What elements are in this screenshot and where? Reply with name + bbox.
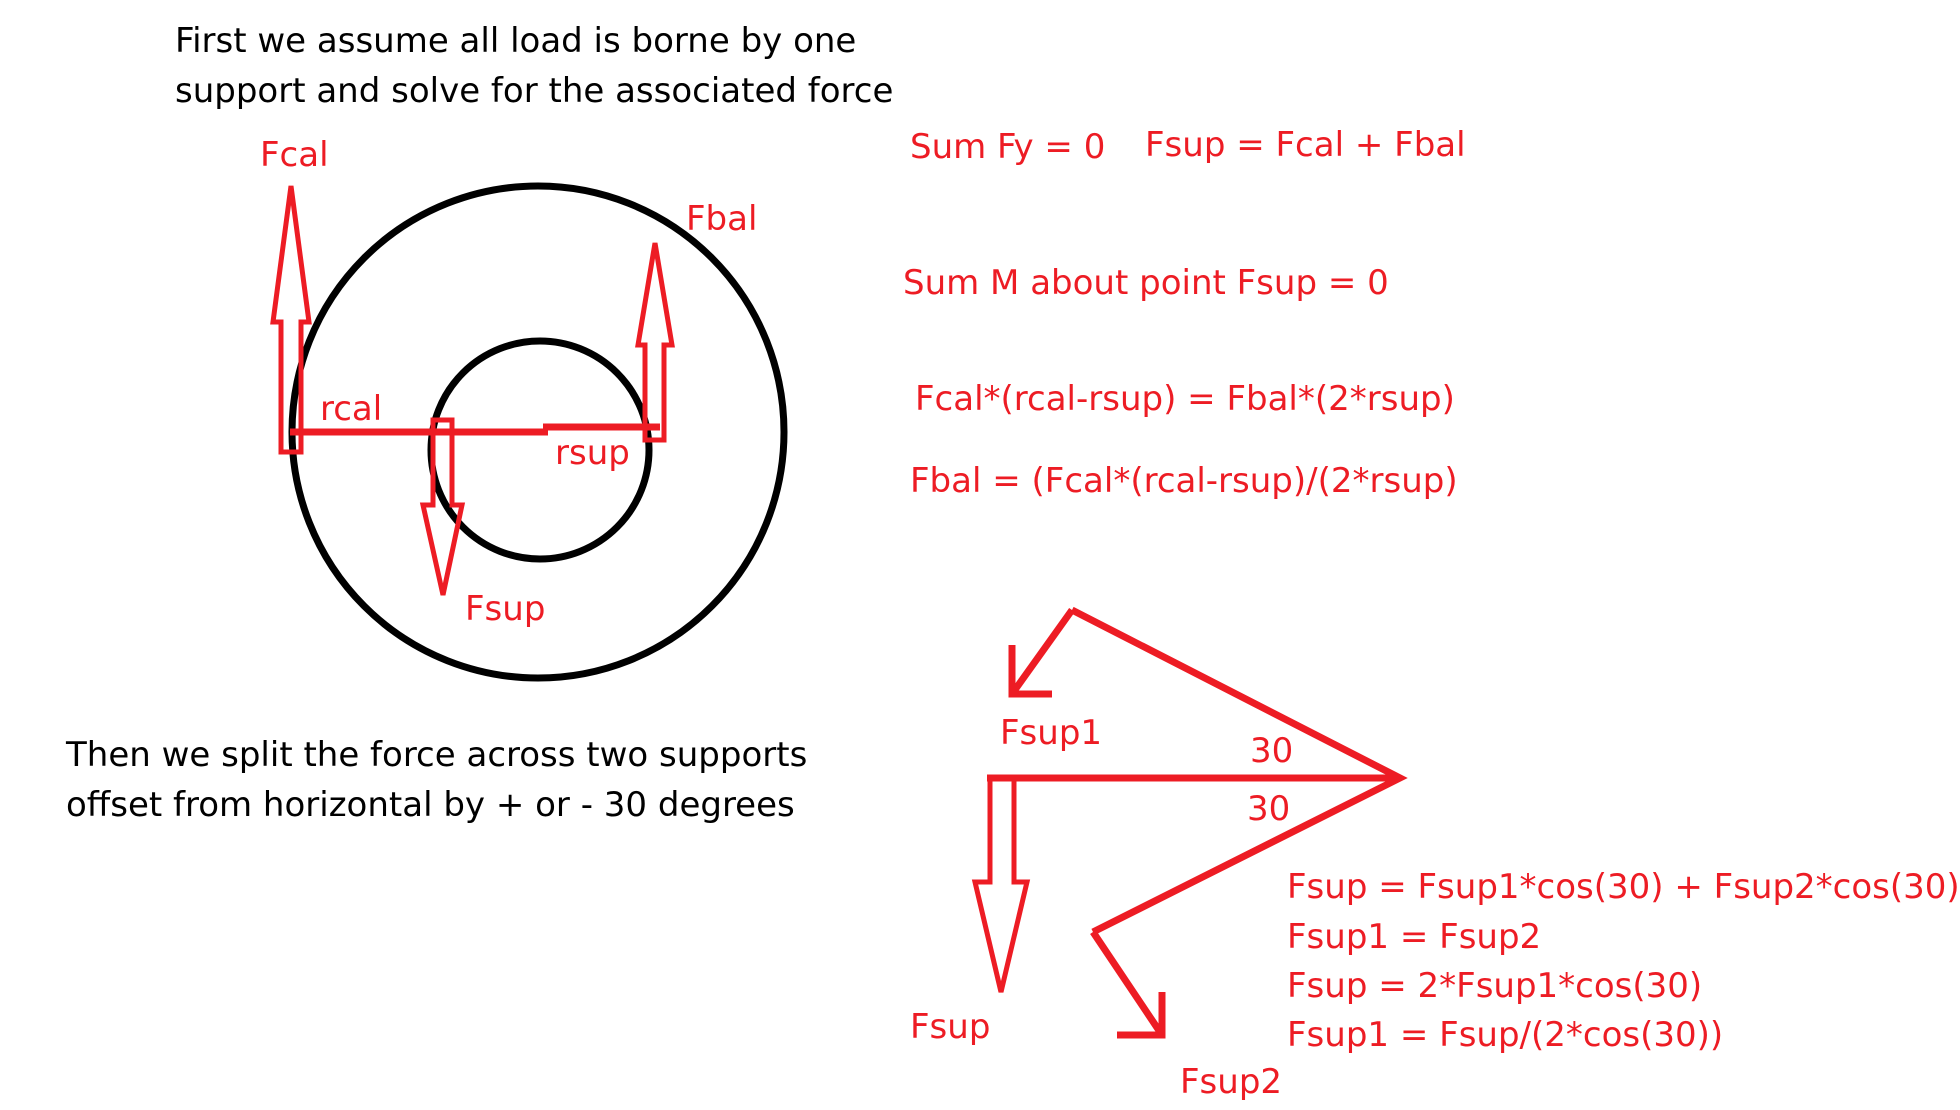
split-note: Then we split the force across two suppo… — [66, 730, 807, 830]
fsup1-arrow-shaft — [1009, 607, 1075, 697]
fsup1-label: Fsup1 — [1000, 713, 1103, 753]
moment-balance-equation: Fcal*(rcal-rsup) = Fbal*(2*rsup) — [915, 379, 1455, 419]
free-body-diagram-canvas — [270, 182, 1408, 1039]
split-equation-2: Fsup1 = Fsup2 — [1287, 917, 1542, 957]
split-note-line-1: Then we split the force across two suppo… — [66, 735, 808, 775]
fsup-label-bottom: Fsup — [910, 1007, 991, 1047]
sum-fy-equation: Sum Fy = 0 — [910, 127, 1106, 167]
intro-note: First we assume all load is borne by one… — [175, 16, 893, 116]
split-note-line-2: offset from horizontal by + or - 30 degr… — [66, 785, 795, 825]
fsup-arrow-bottom — [971, 775, 1031, 993]
fsup-label-top: Fsup — [465, 589, 546, 629]
fsup2-arrowhead — [1117, 992, 1166, 1039]
fsup1-arrowhead — [1008, 645, 1052, 698]
split-equation-4: Fsup1 = Fsup/(2*cos(30)) — [1287, 1015, 1724, 1055]
fsup2-arrow-shaft — [1090, 930, 1165, 1037]
fsup-sum-equation: Fsup = Fcal + Fbal — [1145, 125, 1466, 165]
angle-upper-label: 30 — [1250, 731, 1294, 771]
rcal-label: rcal — [320, 389, 383, 429]
intro-note-line-1: First we assume all load is borne by one — [175, 21, 857, 61]
sum-moment-equation: Sum M about point Fsup = 0 — [903, 263, 1389, 303]
split-equation-3: Fsup = 2*Fsup1*cos(30) — [1287, 966, 1703, 1006]
fsup2-label: Fsup2 — [1180, 1062, 1283, 1102]
fbal-equation: Fbal = (Fcal*(rcal-rsup)/(2*rsup) — [910, 461, 1458, 501]
rsup-label: rsup — [555, 433, 630, 473]
fsup-arrow-top — [419, 417, 466, 596]
angle-lower-label: 30 — [1247, 789, 1291, 829]
intro-note-line-2: support and solve for the associated for… — [175, 71, 894, 111]
fbal-label: Fbal — [686, 199, 758, 239]
fcal-label: Fcal — [260, 135, 329, 175]
fbal-arrow — [635, 242, 675, 443]
split-equation-1: Fsup = Fsup1*cos(30) + Fsup2*cos(30) — [1287, 867, 1960, 907]
fcal-arrow — [270, 185, 312, 455]
